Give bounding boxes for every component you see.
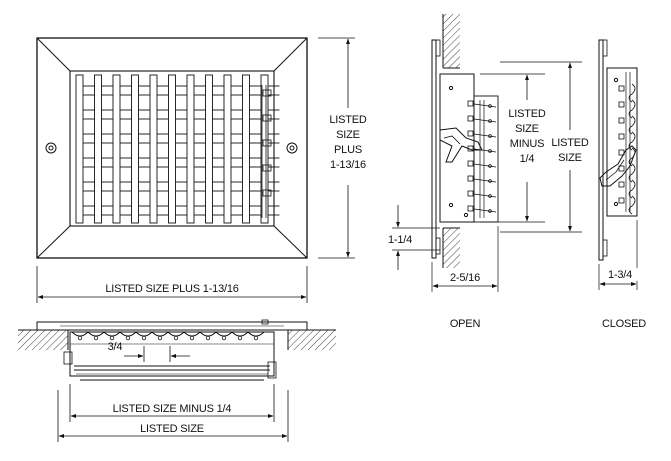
closed-caption: CLOSED (602, 318, 646, 330)
damper-frame (69, 331, 275, 377)
outer-width-label: LISTED SIZE (140, 423, 204, 435)
section-flange (36, 321, 308, 331)
vertical-blade (112, 74, 121, 224)
frame-bevel-tl (36, 37, 71, 72)
vane-pivot (173, 335, 179, 341)
vertical-blade (94, 74, 102, 224)
inner-height-label-2: SIZE (515, 123, 539, 135)
front-vertical-blades (75, 74, 269, 224)
section-vane-pivots (77, 335, 259, 341)
closed-blade (618, 179, 636, 199)
closed-damper-blades (618, 83, 636, 215)
outer-height-label-2: SIZE (558, 152, 582, 164)
closed-blade (618, 99, 636, 119)
wall-hatch-open-top (443, 14, 460, 68)
open-blade (467, 100, 497, 108)
horizontal-blade (83, 181, 280, 192)
front-horizontal-blades (83, 85, 280, 216)
closed-damper-lever (599, 145, 637, 187)
inner-width-label: LISTED SIZE MINUS 1/4 (113, 403, 232, 415)
front-height-label-4: 1-13/16 (330, 159, 366, 171)
closed-blade (618, 83, 636, 103)
horizontal-blade (83, 133, 280, 144)
vane-pivot (109, 335, 115, 341)
horizontal-blade (83, 85, 280, 96)
front-view: LISTED SIZE PLUS 1-13/16 LISTED SIZE PLU… (36, 37, 367, 303)
vane-pivot (141, 335, 147, 341)
vane-pivot (205, 335, 211, 341)
front-damper-linkage (261, 85, 272, 218)
closed-blade (618, 195, 636, 215)
bottom-view: 3/4 LISTED SIZE MINUS 1/4 LISTED SIZE (18, 319, 336, 442)
vertical-blade (205, 74, 213, 224)
frame-bevel-tr (273, 37, 308, 72)
horizontal-blade (83, 157, 280, 168)
vertical-blade (75, 74, 84, 224)
open-caption: OPEN (450, 318, 481, 330)
closed-blade (618, 163, 636, 183)
horizontal-blade (83, 109, 280, 120)
section-vanes (71, 331, 265, 337)
open-face-flange (431, 39, 437, 259)
damper-bracket-left (63, 351, 73, 365)
vane-pivot (125, 335, 131, 341)
open-blade (467, 175, 497, 183)
closed-face-flange (598, 39, 604, 261)
front-width-label: LISTED SIZE PLUS 1-13/16 (105, 283, 238, 295)
vertical-blade (260, 74, 269, 224)
vertical-blade (223, 74, 232, 224)
front-height-label-2: SIZE (336, 129, 360, 141)
closed-depth-label: 1-3/4 (608, 269, 632, 281)
front-height-label-3: PLUS (334, 144, 362, 156)
screw-hole-right (286, 142, 298, 154)
open-damper-body (439, 73, 475, 223)
vane-pivot (93, 335, 99, 341)
wall-hatch-right (288, 330, 336, 350)
open-damper-lever (439, 127, 483, 163)
spacing-label: 3/4 (108, 341, 123, 353)
closed-damper-body (606, 67, 638, 217)
damper-bracket-right (267, 361, 277, 379)
vane-pivot (253, 335, 259, 341)
open-blade (467, 205, 497, 213)
open-blade (467, 190, 497, 198)
screw-hole-left (45, 142, 57, 154)
front-height-label-1: LISTED (329, 114, 367, 126)
inner-height-label-3: MINUS (510, 138, 544, 150)
front-outer-frame (36, 37, 308, 259)
open-blade (467, 160, 497, 168)
inner-height-label-1: LISTED (508, 108, 546, 120)
open-blade (467, 130, 497, 138)
front-inner-opening (69, 70, 275, 227)
open-blade (467, 115, 497, 123)
vane-pivot (189, 335, 195, 341)
vane-pivot (221, 335, 227, 341)
closed-blade (618, 115, 636, 135)
wall-hatch-open-bottom (443, 228, 460, 268)
offset-label: 1-1/4 (388, 234, 412, 246)
outer-height-label-1: LISTED (551, 137, 589, 149)
vertical-blade (168, 74, 176, 224)
closed-side-view: 1-3/4 CLOSED (598, 39, 646, 330)
vertical-blade (186, 74, 195, 224)
vane-pivot (77, 335, 83, 341)
frame-bevel-br (273, 225, 308, 259)
horizontal-blade (83, 205, 280, 216)
wall-hatch-left (18, 330, 68, 350)
vane-pivot (157, 335, 163, 341)
vane-pivot (237, 335, 243, 341)
open-damper-blades (467, 100, 497, 213)
vertical-blade (149, 74, 158, 224)
open-depth-label: 2-5/16 (450, 272, 480, 284)
inner-height-label-4: 1/4 (520, 153, 535, 165)
vertical-blade (131, 74, 139, 224)
open-side-view: 1-1/4 2-5/16 LISTED SIZE MINUS 1/4 LISTE… (388, 14, 589, 330)
frame-bevel-bl (36, 225, 71, 259)
vertical-blade (242, 74, 250, 224)
